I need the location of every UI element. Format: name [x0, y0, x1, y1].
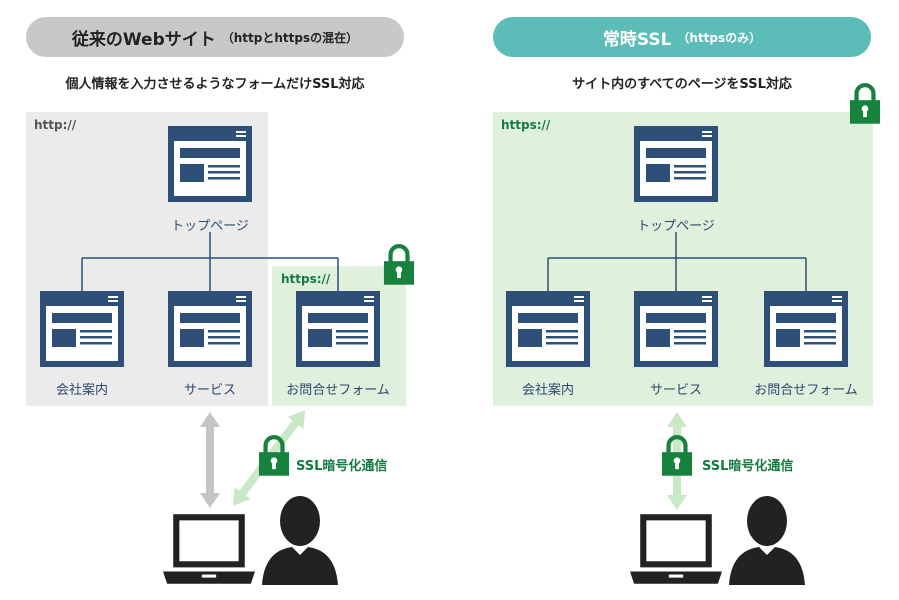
left-laptop-icon — [163, 514, 255, 586]
left-top-page-label: トップページ — [171, 219, 249, 234]
left-title-sub: （httpとhttpsの混在） — [221, 30, 359, 45]
left-title-main: 従来のWebサイト — [71, 29, 216, 50]
left-contact-label: お問合せフォーム — [286, 383, 390, 398]
left-ssl-lock-icon — [258, 434, 290, 476]
left-http-double-arrow-icon — [200, 412, 220, 508]
right-subtitle: サイト内のすべてのページをSSL対応 — [572, 77, 792, 92]
right-zone-lock-icon — [849, 82, 881, 124]
right-contact-web-page-icon — [764, 291, 848, 367]
right-title-sub: （httpsのみ） — [677, 30, 762, 45]
right-company-web-page-icon — [506, 291, 590, 367]
right-service-web-page-icon — [634, 291, 718, 367]
left-service-label: サービス — [183, 383, 236, 398]
left-user-silhouette-icon — [262, 494, 338, 586]
right-https-label: https:// — [501, 118, 551, 132]
left-company-label: 会社案内 — [55, 383, 108, 398]
right-ssl-label: SSL暗号化通信 — [702, 459, 794, 474]
left-service-web-page-icon — [168, 291, 252, 367]
left-subtitle: 個人情報を入力させるようなフォームだけSSL対応 — [65, 77, 365, 92]
left-contact-web-page-icon — [296, 291, 380, 367]
left-zone-lock-icon — [383, 243, 415, 285]
left-https-label: https:// — [281, 272, 331, 286]
right-title-main: 常時SSL — [602, 29, 672, 50]
right-top-page-label: トップページ — [637, 219, 715, 234]
right-title-pill: 常時SSL （httpsのみ） — [493, 17, 871, 57]
right-service-label: サービス — [649, 383, 702, 398]
left-company-web-page-icon — [40, 291, 124, 367]
left-http-label: http:// — [34, 118, 77, 132]
right-ssl-lock-icon — [661, 434, 693, 476]
right-user-silhouette-icon — [729, 494, 805, 586]
right-company-label: 会社案内 — [521, 383, 574, 398]
right-top-page-web-page-icon — [634, 126, 718, 202]
left-ssl-label: SSL暗号化通信 — [296, 459, 388, 474]
right-contact-label: お問合せフォーム — [754, 383, 858, 398]
right-laptop-icon — [630, 514, 722, 586]
left-title-pill: 従来のWebサイト （httpとhttpsの混在） — [26, 17, 404, 57]
left-top-page-web-page-icon — [168, 126, 252, 202]
